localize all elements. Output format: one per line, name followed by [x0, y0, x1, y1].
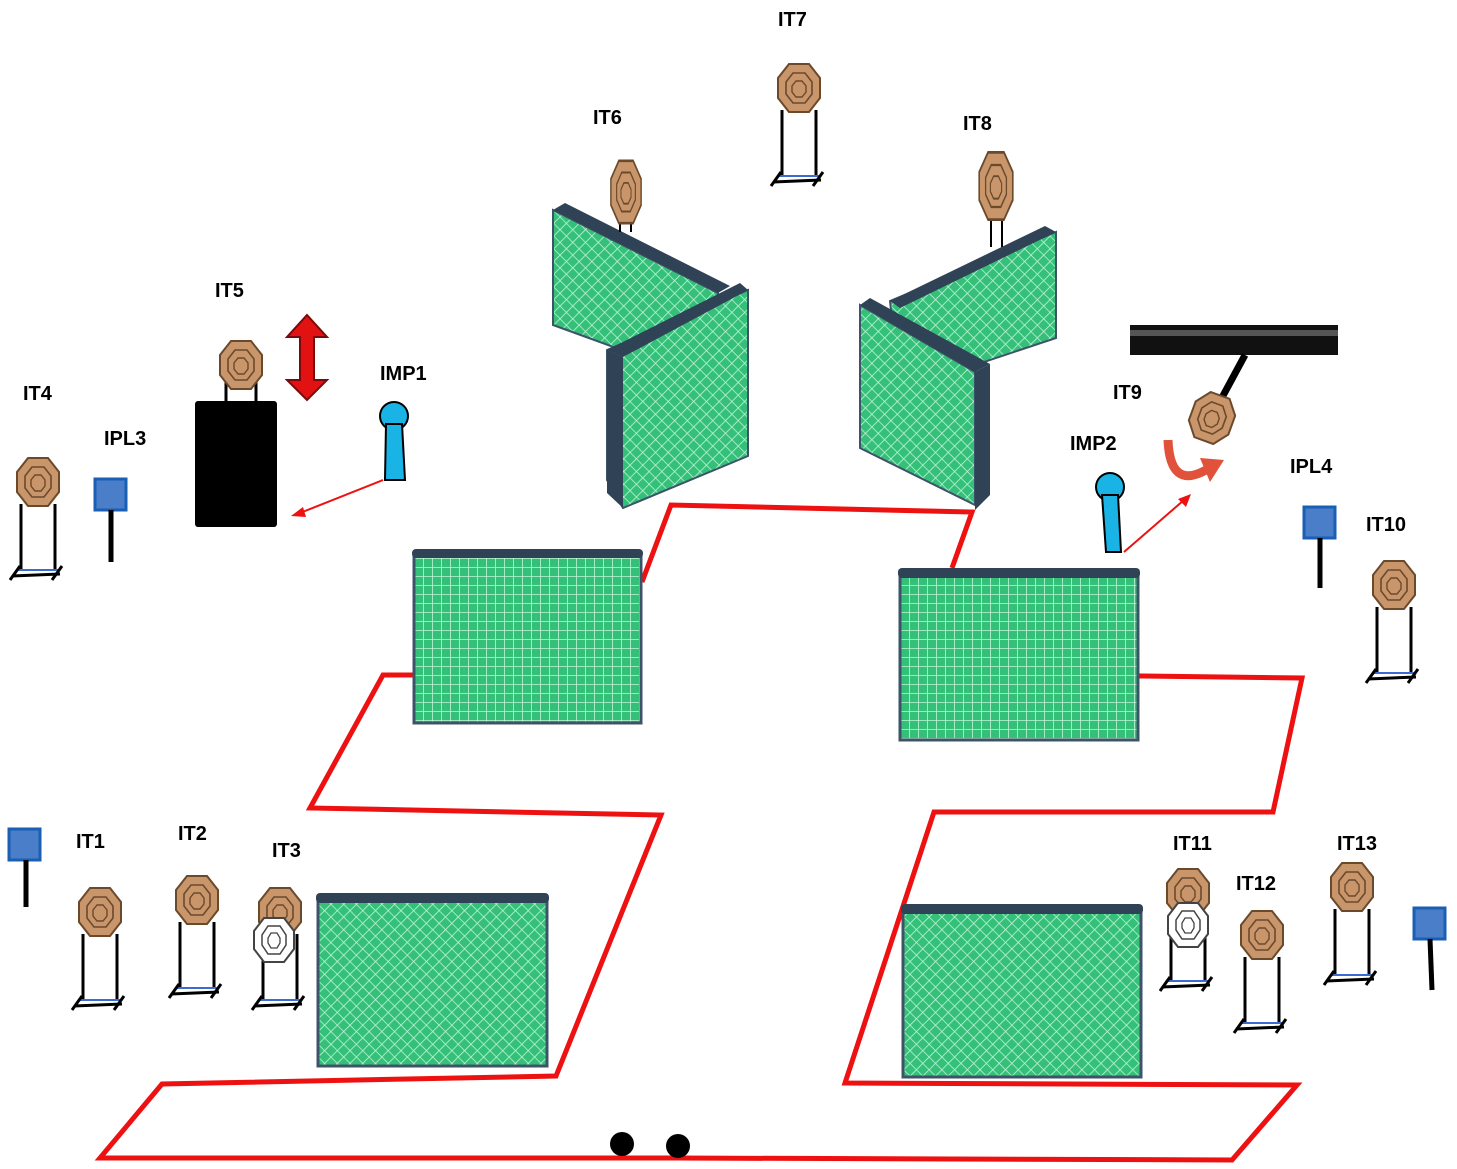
label-ipl4: IPL4 [1290, 456, 1333, 478]
label-it5: IT5 [215, 280, 244, 302]
label-it11: IT11 [1173, 833, 1212, 855]
popper-imp1 [379, 401, 409, 481]
label-it6: IT6 [593, 107, 622, 129]
label-it12: IT12 [1236, 873, 1276, 895]
target-it4 [8, 457, 64, 582]
target-it10 [1364, 560, 1420, 685]
target-it9 [1130, 325, 1338, 449]
target-it1 [70, 887, 126, 1012]
plate-bottom-left [7, 827, 42, 907]
wall-bottom-right [901, 904, 1143, 1079]
fault-line-left [94, 672, 675, 1161]
swing-arrow-icon [1163, 439, 1224, 482]
moving-box [195, 401, 277, 527]
arrow-imp2-to-it9 [1123, 494, 1191, 553]
target-it2 [167, 875, 223, 1000]
wall-mid-left [412, 549, 643, 725]
label-it13: IT13 [1337, 833, 1377, 855]
label-it10: IT10 [1366, 514, 1406, 536]
label-ipl3: IPL3 [104, 428, 146, 450]
start-position-icon [610, 1132, 634, 1156]
up-down-movement-icon [284, 313, 330, 402]
fault-line-center [639, 502, 976, 583]
plate-bottom-right [1412, 906, 1447, 991]
label-it9: IT9 [1113, 382, 1142, 404]
target-it8 [977, 150, 1015, 247]
label-imp2: IMP2 [1070, 433, 1117, 455]
label-it8: IT8 [963, 113, 992, 135]
v-wall-right [859, 226, 1057, 510]
wall-bottom-left [316, 893, 549, 1068]
v-wall-left [552, 203, 749, 510]
target-it12 [1232, 910, 1288, 1035]
plate-ipl3 [93, 477, 128, 562]
label-it1: IT1 [76, 831, 105, 853]
no-shoot-target-icon [253, 917, 295, 963]
no-shoot-target-icon [1167, 902, 1209, 948]
label-it4: IT4 [23, 383, 53, 405]
label-imp1: IMP1 [380, 363, 427, 385]
start-position-icon [666, 1134, 690, 1158]
label-it2: IT2 [178, 823, 207, 845]
swinger-bar [1130, 325, 1338, 355]
target-it5 [195, 340, 277, 527]
label-it3: IT3 [272, 840, 301, 862]
popper-imp2 [1095, 472, 1125, 553]
plate-ipl4 [1302, 505, 1337, 588]
wall-mid-right [898, 568, 1140, 742]
label-it7: IT7 [778, 9, 807, 31]
target-it6 [609, 159, 643, 232]
target-it13 [1322, 862, 1378, 987]
target-it7 [769, 63, 825, 188]
arrow-imp1-to-it5 [291, 479, 384, 517]
fault-line-right [674, 673, 1306, 1163]
